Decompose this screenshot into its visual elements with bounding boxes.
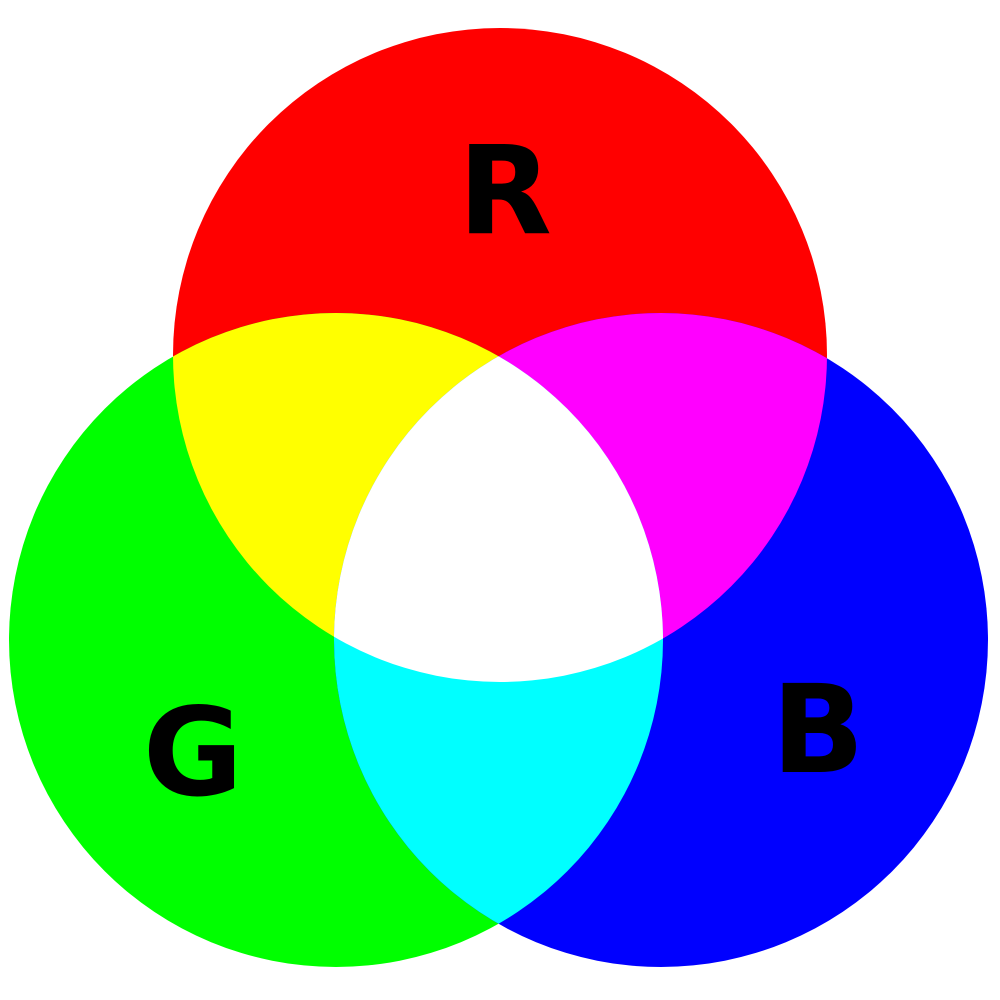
label-r: R xyxy=(458,120,552,262)
label-b: B xyxy=(772,659,865,801)
label-g: G xyxy=(143,682,243,824)
